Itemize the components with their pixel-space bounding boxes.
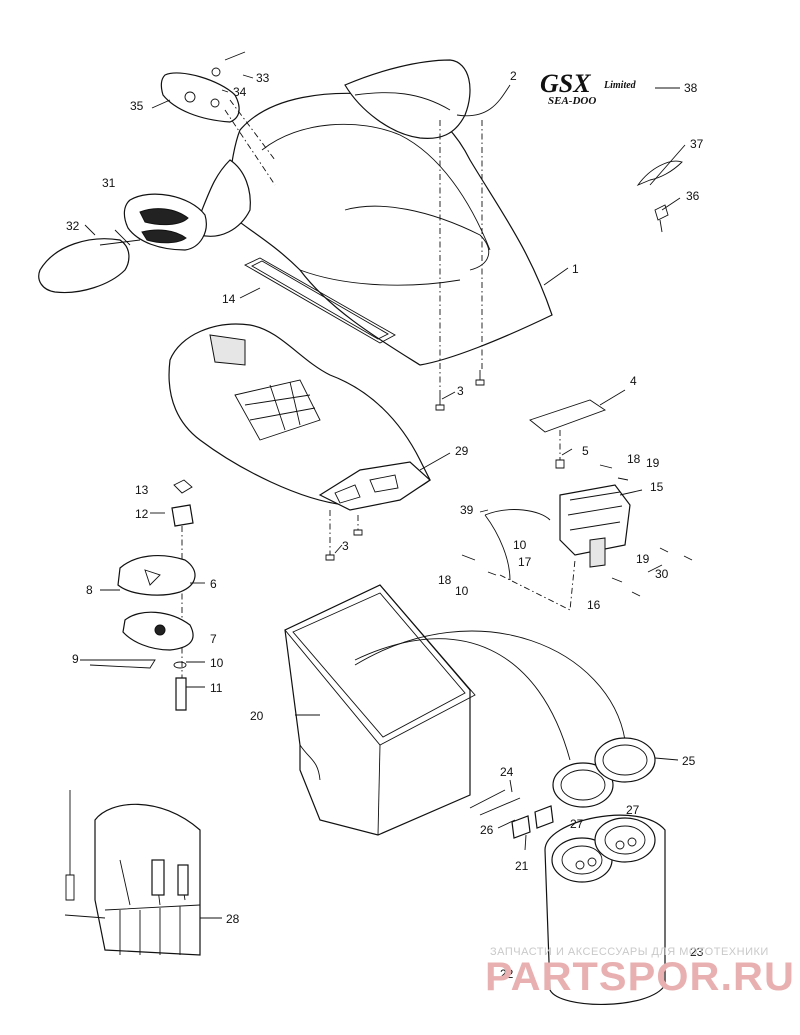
callout-27-left: 27 bbox=[570, 817, 584, 831]
callout-31: 31 bbox=[102, 176, 116, 190]
callout-39: 39 bbox=[460, 503, 474, 517]
callout-3-lower: 3 bbox=[342, 539, 349, 553]
callout-3-upper: 3 bbox=[457, 384, 464, 398]
callout-34: 34 bbox=[233, 85, 247, 99]
callout-17: 17 bbox=[518, 555, 532, 569]
callout-20: 20 bbox=[250, 709, 264, 723]
callout-22: 22 bbox=[500, 967, 514, 981]
latch-assembly bbox=[80, 479, 196, 711]
storage-bin bbox=[284, 584, 476, 836]
callout-35: 35 bbox=[130, 99, 144, 113]
callout-38: 38 bbox=[684, 81, 698, 95]
seat-cover-assembly bbox=[199, 59, 553, 366]
callout-32: 32 bbox=[66, 219, 80, 233]
callout-29: 29 bbox=[455, 444, 469, 458]
callout-19-lower: 19 bbox=[636, 552, 650, 566]
callout-27-right: 27 bbox=[626, 803, 640, 817]
callout-10-latch: 10 bbox=[210, 656, 224, 670]
callout-10-lower: 10 bbox=[455, 584, 469, 598]
leader-lines bbox=[84, 74, 686, 919]
callout-6: 6 bbox=[210, 577, 217, 591]
watermark: ЗАПЧАСТИ И АКСЕССУАРЫ ДЛЯ МОТОТЕХНИКИ PA… bbox=[485, 946, 795, 999]
callout-19-upper: 19 bbox=[646, 456, 660, 470]
callout-16: 16 bbox=[587, 598, 601, 612]
callout-10-module: 10 bbox=[513, 538, 527, 552]
callout-33: 33 bbox=[256, 71, 270, 85]
callout-18-lower: 18 bbox=[438, 573, 452, 587]
callout-14: 14 bbox=[222, 292, 236, 306]
callout-18-upper: 18 bbox=[627, 452, 641, 466]
callout-25: 25 bbox=[682, 754, 696, 768]
callout-8: 8 bbox=[86, 583, 93, 597]
tool-kit bbox=[64, 790, 201, 956]
callout-13: 13 bbox=[135, 483, 149, 497]
callout-labels: 1 2 3 3 4 5 6 7 8 9 10 10 10 11 12 13 14… bbox=[66, 69, 704, 981]
under-seat-tray bbox=[168, 323, 431, 561]
callout-24: 24 bbox=[500, 765, 514, 779]
logo-sub: Limited bbox=[603, 80, 637, 91]
callout-1: 1 bbox=[572, 262, 579, 276]
cup-holder-assembly bbox=[469, 737, 666, 1005]
fasteners-upper bbox=[435, 120, 485, 411]
callout-15: 15 bbox=[650, 480, 664, 494]
callout-30: 30 bbox=[655, 567, 669, 581]
callout-21: 21 bbox=[515, 859, 529, 873]
callout-4: 4 bbox=[630, 374, 637, 388]
gsx-logo: GSX Limited SEA-DOO bbox=[540, 69, 637, 107]
callout-36: 36 bbox=[686, 189, 700, 203]
small-parts-36-37 bbox=[636, 160, 683, 233]
callout-23: 23 bbox=[690, 945, 704, 959]
logo-brand: SEA-DOO bbox=[548, 95, 596, 107]
watermark-site: PARTSPOR.RU bbox=[485, 955, 795, 999]
callout-9: 9 bbox=[72, 652, 79, 666]
callout-11: 11 bbox=[210, 681, 223, 695]
callout-2: 2 bbox=[510, 69, 517, 83]
callout-26: 26 bbox=[480, 823, 494, 837]
watermark-tagline: ЗАПЧАСТИ И АКСЕССУАРЫ ДЛЯ МОТОТЕХНИКИ bbox=[490, 946, 769, 958]
callout-28: 28 bbox=[226, 912, 240, 926]
handle-parts bbox=[38, 193, 207, 294]
callout-7: 7 bbox=[210, 632, 217, 646]
electrical-module bbox=[461, 399, 693, 611]
bracket-parts bbox=[160, 51, 276, 186]
drain-hoses bbox=[354, 630, 626, 761]
callout-12: 12 bbox=[135, 507, 149, 521]
callout-37: 37 bbox=[690, 137, 704, 151]
logo-main: GSX bbox=[540, 69, 591, 98]
callout-5: 5 bbox=[582, 444, 589, 458]
